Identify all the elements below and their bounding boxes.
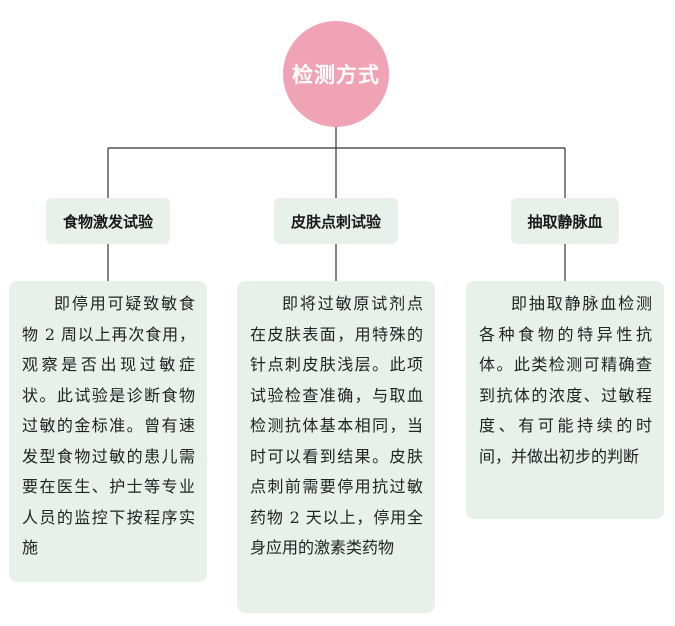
desc-box-food-challenge: 即停用可疑致敏食物 2 周以上再次食用，观察是否出现过敏症状。此试验是诊断食物过… xyxy=(9,281,207,582)
desc-box-skin-prick: 即将过敏原试剂点在皮肤表面，用特殊的针点刺皮肤浅层。此项试验检查准确，与取血检测… xyxy=(237,281,435,613)
method-label-skin-prick: 皮肤点刺试验 xyxy=(274,198,398,244)
method-label-text: 皮肤点刺试验 xyxy=(290,212,381,231)
method-label-food-challenge: 食物激发试验 xyxy=(46,198,170,244)
method-label-text: 食物激发试验 xyxy=(62,212,153,231)
method-label-text: 抽取静脉血 xyxy=(527,212,603,231)
root-title: 检测方式 xyxy=(292,63,380,87)
root-node: 检测方式 xyxy=(283,21,389,127)
desc-box-blood-draw: 即抽取静脉血检测各种食物的特异性抗体。此类检测可精确查到抗体的浓度、过敏程度、有… xyxy=(466,281,664,519)
desc-text: 即将过敏原试剂点在皮肤表面，用特殊的针点刺皮肤浅层。此项试验检查准确，与取血检测… xyxy=(250,294,423,557)
desc-text: 即停用可疑致敏食物 2 周以上再次食用，观察是否出现过敏症状。此试验是诊断食物过… xyxy=(22,294,195,557)
method-label-blood-draw: 抽取静脉血 xyxy=(511,198,619,244)
desc-text: 即抽取静脉血检测各种食物的特异性抗体。此类检测可精确查到抗体的浓度、过敏程度、有… xyxy=(479,294,652,466)
